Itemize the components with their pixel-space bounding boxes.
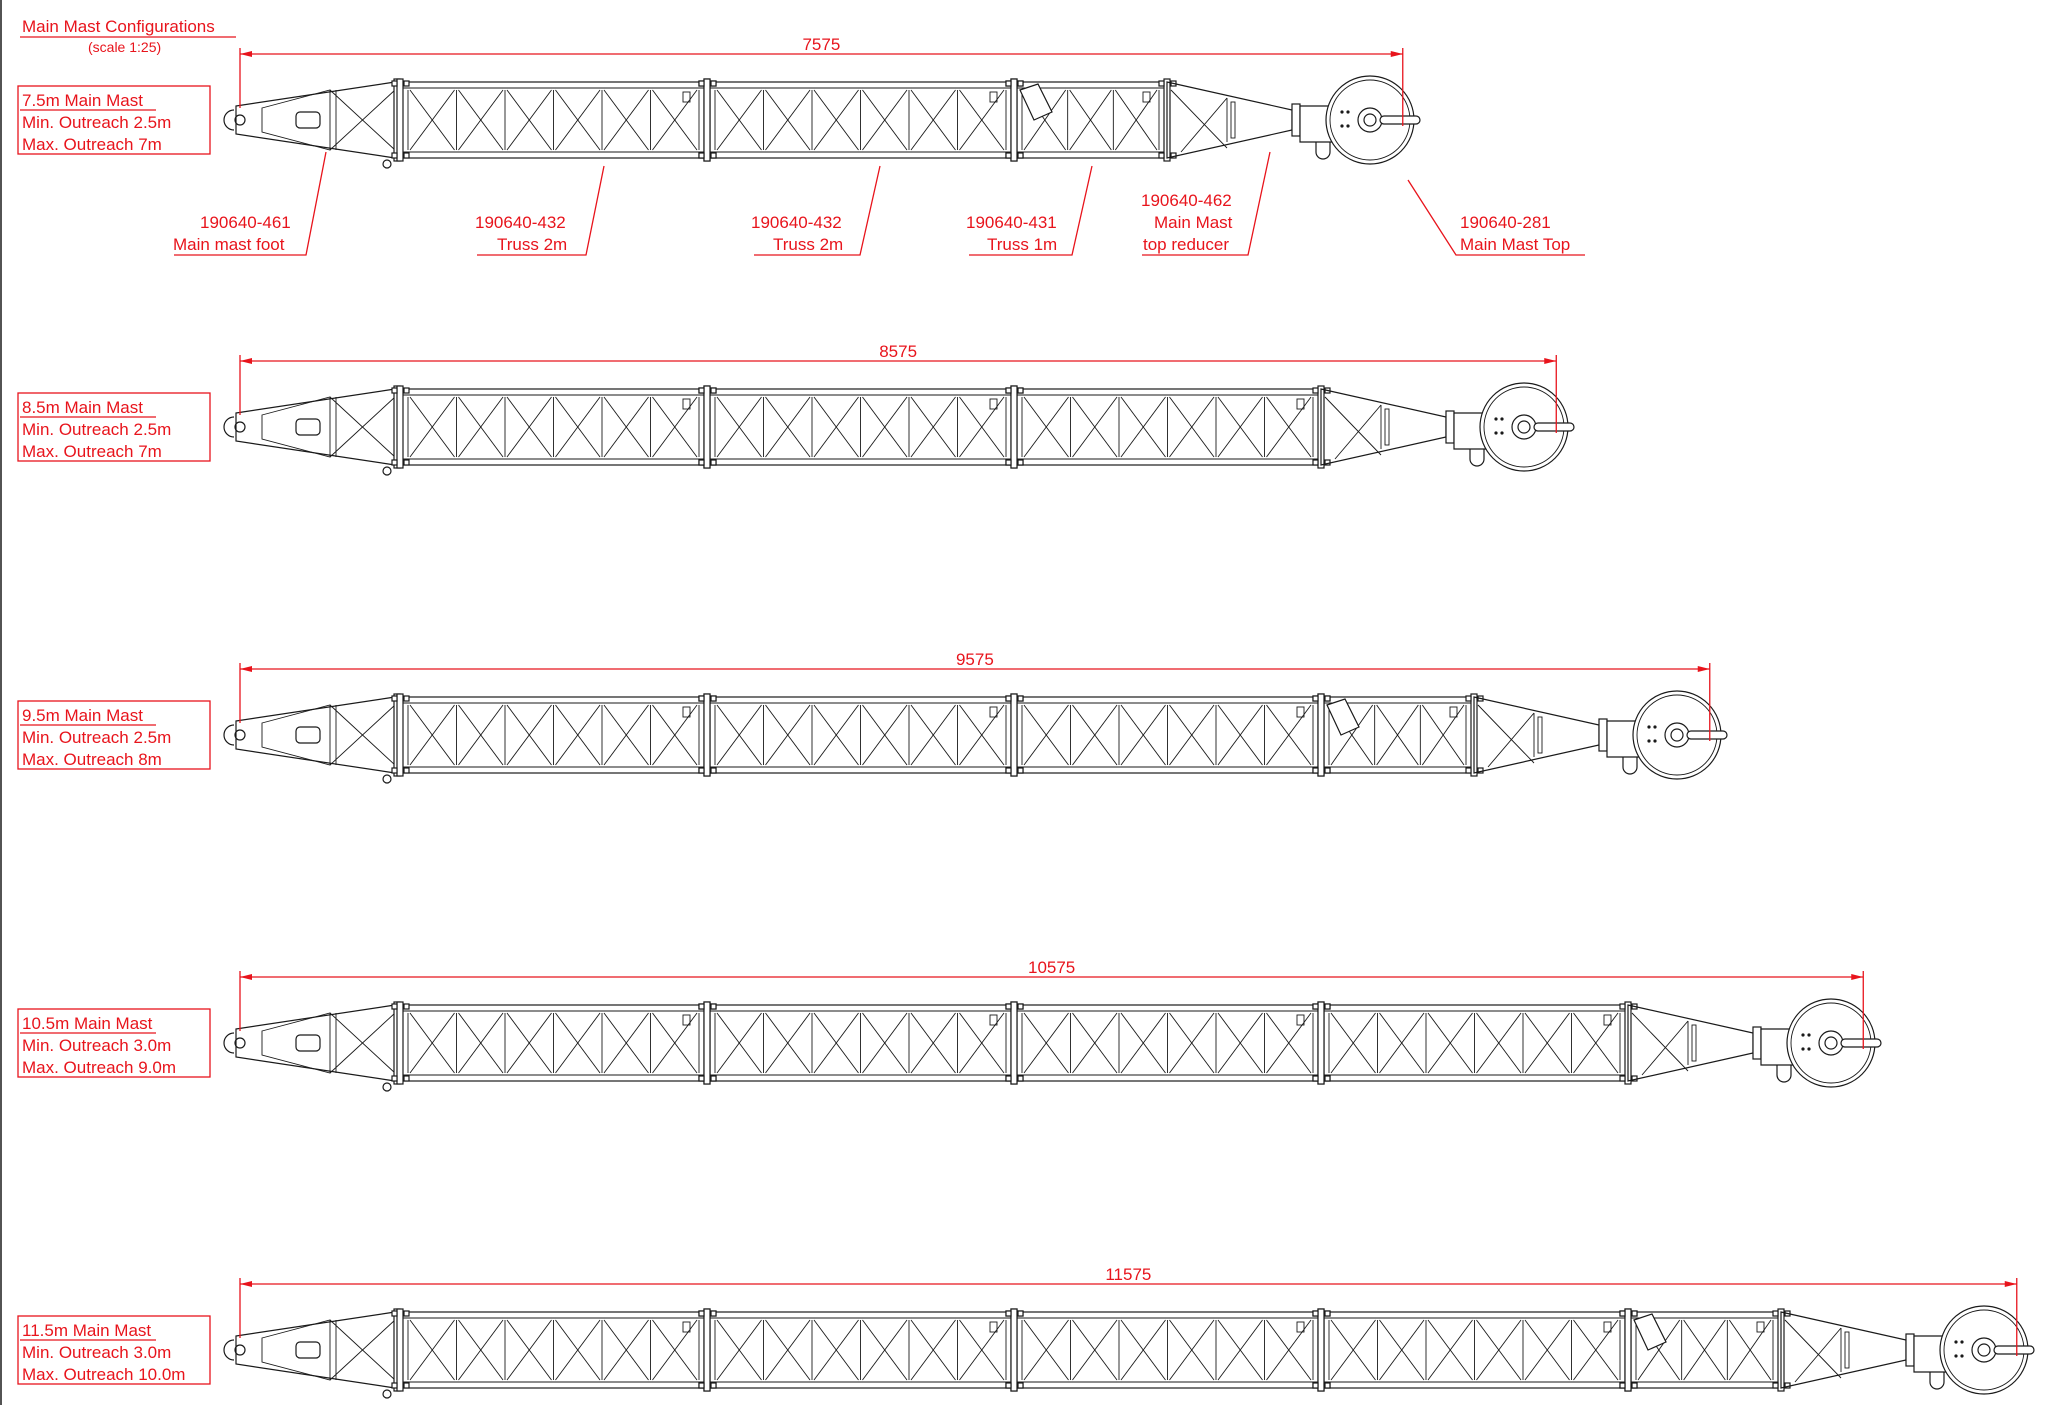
overall-dimension: 8575 (239, 342, 1557, 433)
callout-part-number: 190640-432 (751, 213, 842, 232)
callout-main-mast-top: 190640-281 Main Mast Top (1407, 179, 1585, 256)
config-min-outreach: Min. Outreach 2.5m (22, 113, 171, 132)
callout-part-number: 190640-432 (475, 213, 566, 232)
mast-drawing (223, 1305, 2035, 1399)
callout-description-2: top reducer (1143, 235, 1229, 254)
dimension-value: 7575 (802, 35, 840, 54)
callout-description: Main Mast Top (1460, 235, 1570, 254)
callout-part-number: 190640-431 (966, 213, 1057, 232)
dimension-value: 9575 (956, 650, 994, 669)
callout-description: Main Mast (1154, 213, 1233, 232)
callout-truss-2m-a: 190640-432 Truss 2m (475, 165, 605, 256)
mast-drawing (223, 998, 1882, 1092)
overall-dimension: 10575 (239, 958, 1864, 1049)
config-name: 11.5m Main Mast (22, 1321, 151, 1340)
sheet-scale: (scale 1:25) (88, 39, 161, 55)
callout-description: Main mast foot (173, 235, 285, 254)
config-max-outreach: Max. Outreach 7m (22, 442, 162, 461)
overall-dimension: 9575 (239, 650, 1711, 741)
callout-part-number: 190640-281 (1460, 213, 1551, 232)
mast-drawing (223, 75, 1421, 169)
callout-part-number: 190640-462 (1141, 191, 1232, 210)
part-callouts: 190640-461 Main mast foot 190640-432 Tru… (173, 151, 1585, 256)
config-max-outreach: Max. Outreach 10.0m (22, 1365, 185, 1384)
config-max-outreach: Max. Outreach 8m (22, 750, 162, 769)
dimension-value: 8575 (879, 342, 917, 361)
dimension-value: 10575 (1028, 958, 1075, 977)
sheet-title: Main Mast Configurations (22, 17, 215, 36)
callout-truss-1m: 190640-431 Truss 1m (966, 165, 1093, 256)
config-max-outreach: Max. Outreach 9.0m (22, 1058, 176, 1077)
config-min-outreach: Min. Outreach 3.0m (22, 1036, 171, 1055)
callout-top-reducer: 190640-462 Main Mast top reducer (1141, 151, 1271, 256)
config-min-outreach: Min. Outreach 2.5m (22, 420, 171, 439)
mast-drawing (223, 690, 1728, 784)
callout-description: Truss 2m (497, 235, 567, 254)
overall-dimension: 7575 (239, 35, 1404, 126)
callout-truss-2m-b: 190640-432 Truss 2m (751, 165, 881, 256)
config-name: 9.5m Main Mast (22, 706, 143, 725)
config-min-outreach: Min. Outreach 2.5m (22, 728, 171, 747)
config-min-outreach: Min. Outreach 3.0m (22, 1343, 171, 1362)
config-name: 7.5m Main Mast (22, 91, 143, 110)
config-name: 10.5m Main Mast (22, 1014, 153, 1033)
callout-part-number: 190640-461 (200, 213, 291, 232)
callout-description: Truss 2m (773, 235, 843, 254)
callout-description: Truss 1m (987, 235, 1057, 254)
callout-main-mast-foot: 190640-461 Main mast foot (173, 151, 327, 256)
overall-dimension: 11575 (239, 1265, 2018, 1356)
mast-drawing (223, 382, 1575, 476)
config-max-outreach: Max. Outreach 7m (22, 135, 162, 154)
config-name: 8.5m Main Mast (22, 398, 143, 417)
dimension-value: 11575 (1105, 1265, 1151, 1284)
